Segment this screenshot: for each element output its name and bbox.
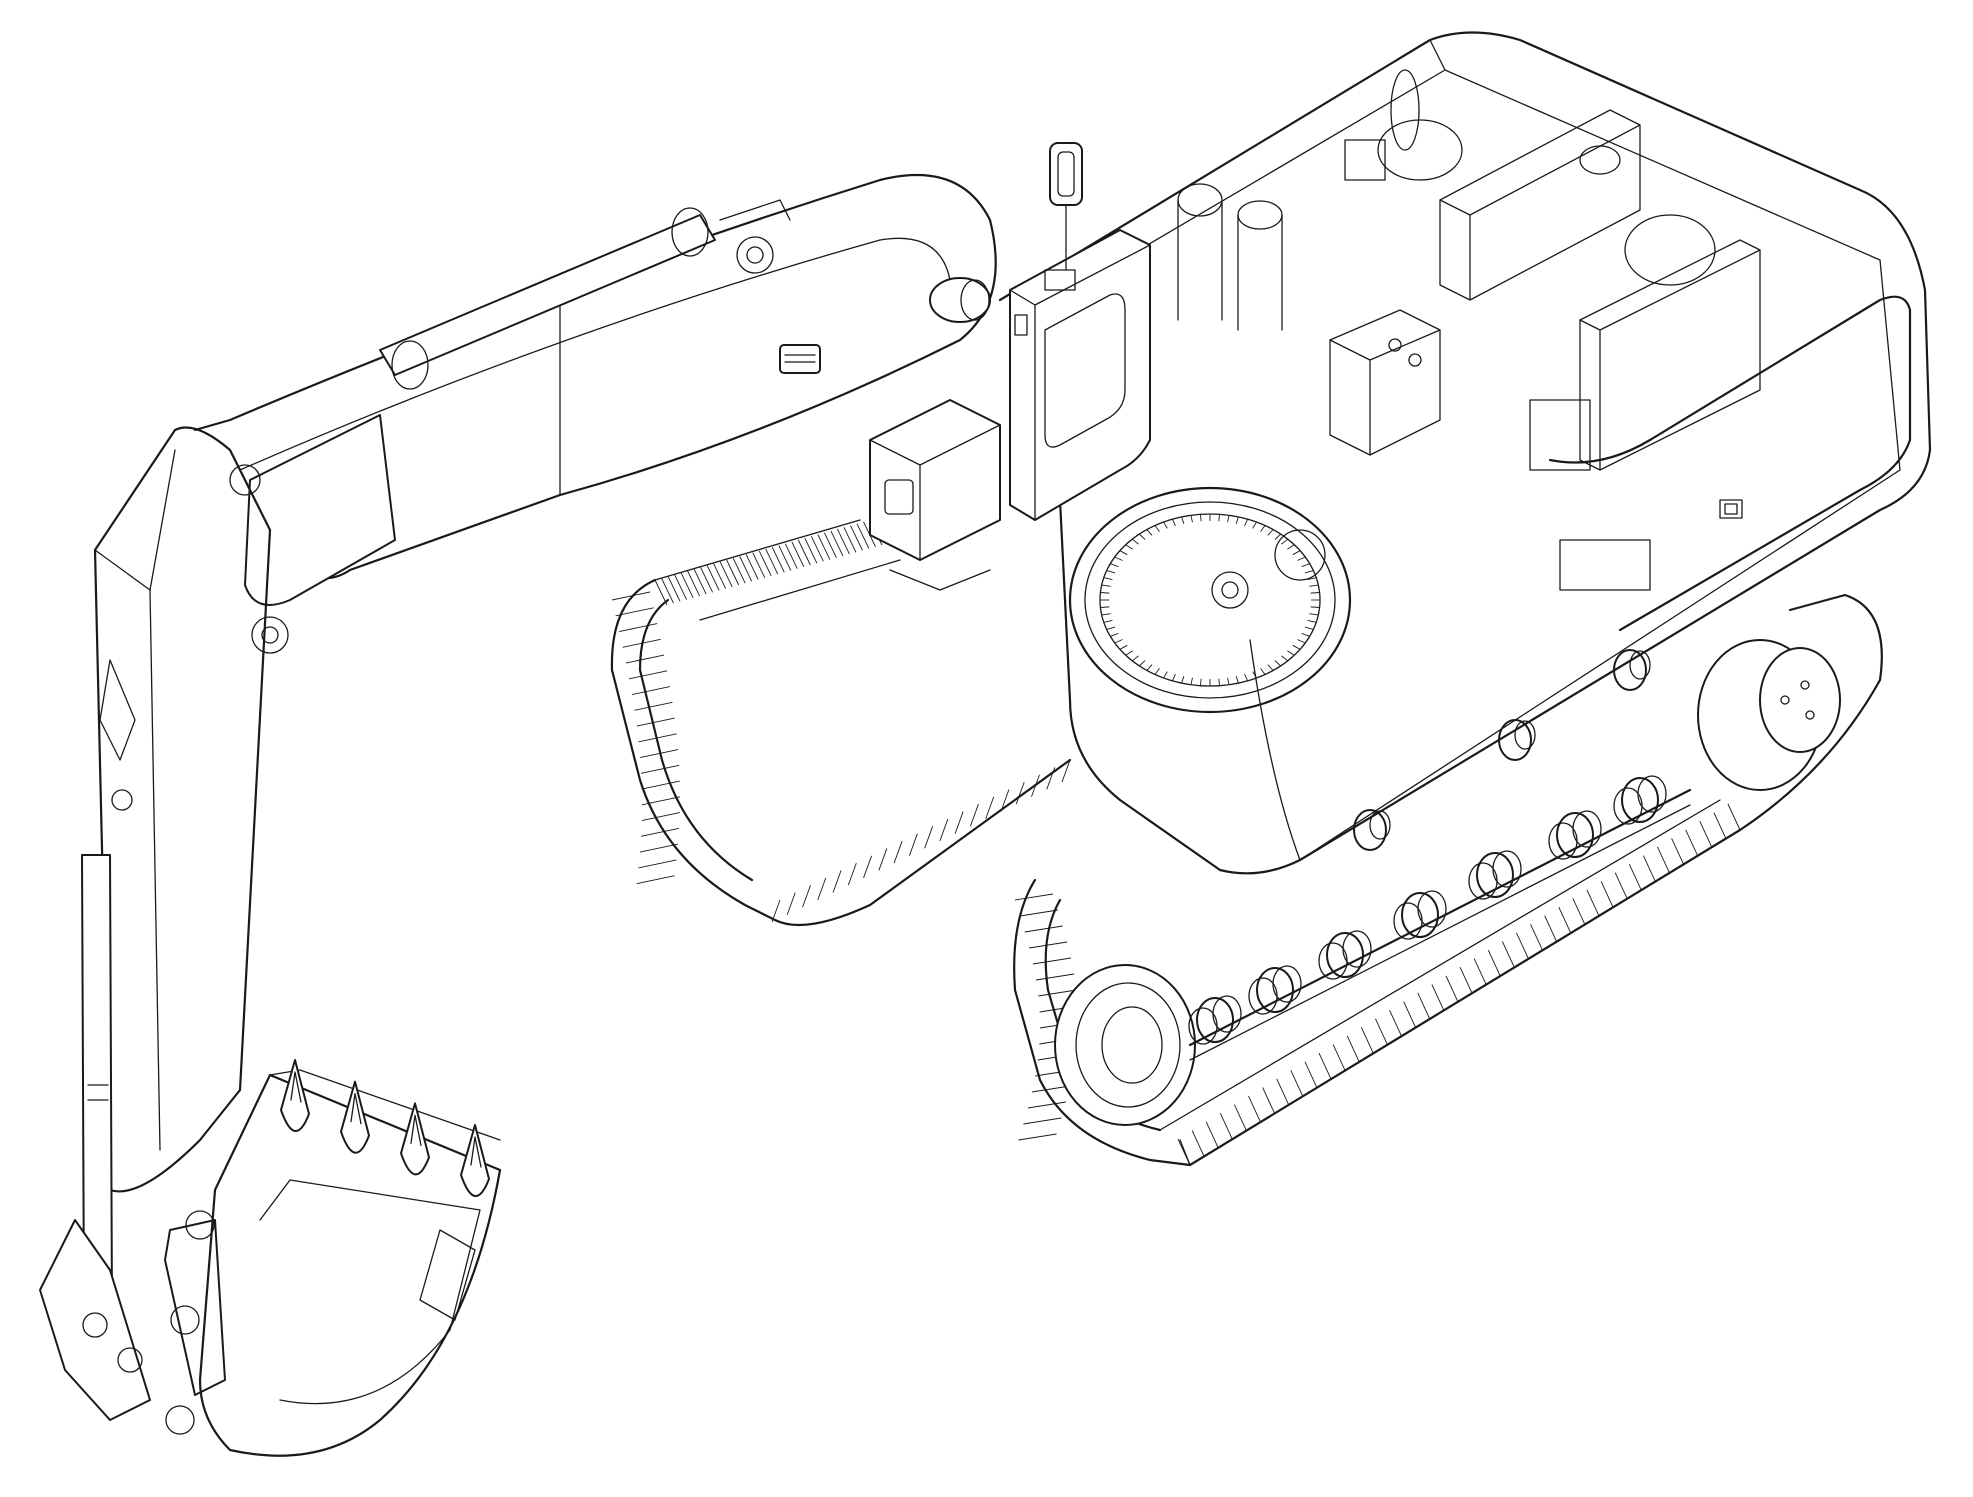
left-track	[610, 519, 1072, 927]
boom	[193, 173, 997, 654]
upper-structure	[998, 31, 1932, 875]
bucket-teeth	[280, 1059, 490, 1197]
control-valve	[1329, 309, 1441, 456]
right-track	[1013, 593, 1883, 1167]
engine-block	[1377, 69, 1761, 471]
left-track-pads	[611, 519, 1071, 923]
bucket	[39, 1059, 502, 1457]
right-track-pads	[1014, 803, 1741, 1166]
slewing-ring	[1068, 486, 1352, 714]
track-rollers	[1188, 649, 1667, 1045]
stick	[81, 426, 272, 1311]
slewing-ring-teeth	[1100, 514, 1320, 686]
operator-cab	[869, 142, 1151, 591]
front-idler-wheel	[1054, 964, 1196, 1126]
sprocket-final-drive	[1697, 639, 1841, 791]
